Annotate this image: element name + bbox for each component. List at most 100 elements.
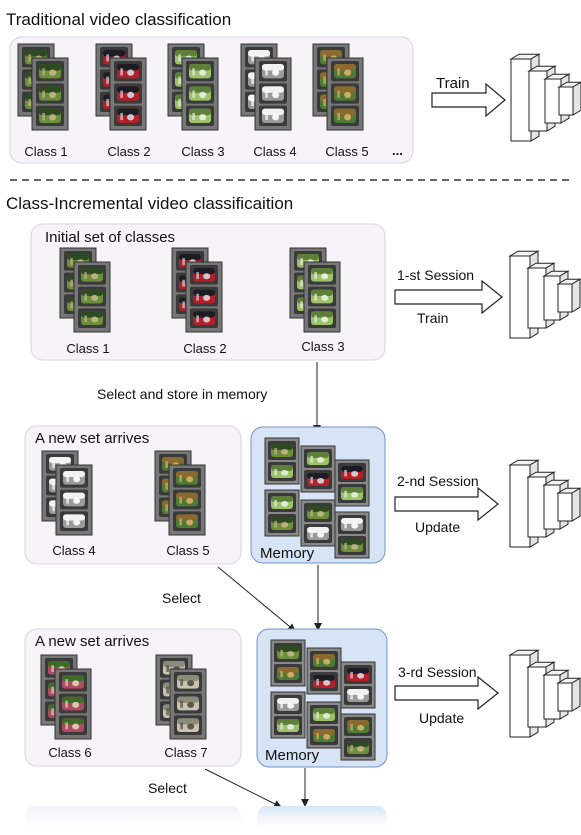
memory-frame-thumbnail	[310, 651, 338, 670]
memory-sample-card	[306, 701, 342, 749]
session1-class-stacks	[59, 247, 341, 333]
video-frame-thumbnail	[60, 489, 88, 510]
s2-memory-thumbnails	[264, 437, 370, 559]
video-frame-thumbnail	[308, 286, 336, 307]
trad-class-1-stack	[17, 43, 69, 131]
s3-network-model-icon	[508, 649, 581, 738]
s3-class-label-6: Class 6	[48, 745, 91, 760]
video-frame-thumbnail	[259, 61, 287, 82]
traditional-section-title: Traditional video classification	[6, 10, 231, 29]
video-frame-thumbnail	[78, 265, 106, 285]
memory-frame-thumbnail	[304, 470, 332, 489]
memory-frame-thumbnail	[268, 493, 296, 512]
video-frame-thumbnail	[78, 286, 106, 307]
video-clip-card-front	[31, 57, 69, 131]
memory-sample-card	[340, 713, 376, 761]
video-frame-thumbnail	[173, 489, 201, 510]
s1-train-label: Train	[417, 310, 448, 326]
network-layer-front	[527, 476, 547, 538]
memory-frame-thumbnail	[338, 536, 366, 555]
video-frame-thumbnail	[308, 265, 336, 285]
select-label-1: Select	[162, 590, 201, 606]
memory-sample-card	[300, 445, 336, 493]
memory-frame-thumbnail	[268, 514, 296, 533]
memory-sample-card	[264, 437, 300, 485]
memory-sample-card	[306, 647, 342, 695]
s2-class-label-4: Class 4	[52, 543, 95, 558]
memory-frame-thumbnail	[344, 665, 372, 684]
s2-update-label: Update	[415, 519, 460, 535]
video-frame-thumbnail	[259, 83, 287, 104]
video-frame-thumbnail	[174, 693, 202, 714]
memory-frame-thumbnail	[304, 503, 332, 522]
memory-frame-thumbnail	[344, 738, 372, 757]
trad-train-label: Train	[436, 75, 470, 92]
memory-frame-thumbnail	[338, 515, 366, 534]
memory-frame-thumbnail	[274, 716, 302, 735]
video-clip-card-front	[54, 668, 92, 740]
video-clip-card-front	[181, 57, 219, 131]
trad-class-2-stack	[95, 43, 147, 131]
video-frame-thumbnail	[173, 511, 201, 531]
trad-class-5-stack	[312, 43, 364, 131]
s3-memory-label: Memory	[265, 747, 320, 764]
network-layer-side	[571, 278, 581, 313]
video-frame-thumbnail	[259, 105, 287, 126]
memory-frame-thumbnail	[274, 695, 302, 714]
video-frame-thumbnail	[331, 105, 359, 126]
s1-class-1-stack	[59, 247, 111, 333]
memory-frame-thumbnail	[274, 643, 302, 662]
s1-network-model-icon	[508, 250, 581, 339]
s2-memory-label: Memory	[260, 545, 315, 562]
memory-sample-card	[334, 511, 370, 559]
video-frame-thumbnail	[114, 61, 142, 82]
select-label-2: Select	[148, 780, 187, 796]
s3-class-6-stack	[40, 654, 92, 740]
memory-sample-card	[264, 489, 300, 537]
video-frame-thumbnail	[36, 61, 64, 82]
s2-session-arrow	[394, 486, 499, 522]
video-frame-thumbnail	[60, 511, 88, 531]
network-layer-front	[557, 283, 573, 313]
s3-class-label-7: Class 7	[164, 745, 207, 760]
video-frame-thumbnail	[190, 265, 218, 285]
video-clip-card-front	[326, 57, 364, 131]
video-clip-card-front	[169, 668, 207, 740]
s1-class-label-1: Class 1	[66, 341, 109, 356]
trad-ellipsis: ...	[392, 143, 403, 158]
memory-frame-thumbnail	[274, 664, 302, 683]
s2-select-arrow	[217, 566, 296, 632]
network-layer-side	[571, 677, 581, 712]
video-clip-card-front	[254, 57, 292, 131]
s2-class-5-stack	[154, 450, 206, 536]
memory-sample-card	[270, 639, 306, 687]
video-frame-thumbnail	[190, 308, 218, 328]
video-frame-thumbnail	[78, 308, 106, 328]
trad-train-arrow	[431, 82, 506, 118]
video-frame-thumbnail	[174, 715, 202, 735]
trad-class-label-3: Class 3	[181, 144, 224, 159]
video-clip-card-front	[73, 261, 111, 333]
video-clip-card-front	[303, 261, 341, 333]
video-frame-thumbnail	[59, 672, 87, 692]
video-frame-thumbnail	[36, 105, 64, 126]
video-frame-thumbnail	[331, 83, 359, 104]
network-layer-front	[557, 492, 573, 522]
trad-class-label-5: Class 5	[325, 144, 368, 159]
memory-sample-card	[270, 691, 306, 739]
video-frame-thumbnail	[186, 83, 214, 104]
s2-class-label-5: Class 5	[166, 543, 209, 558]
s3-session-label: 3-rd Session	[398, 664, 477, 680]
trad-class-label-1: Class 1	[24, 144, 67, 159]
traditional-class-stacks	[17, 43, 364, 131]
s2-class-4-stack	[41, 450, 93, 536]
network-layer-front	[527, 666, 547, 728]
s2-network-model-icon	[508, 459, 581, 548]
s2-new-set-title: A new set arrives	[35, 430, 149, 447]
s3-memory-thumbnails	[270, 639, 376, 761]
s3-class-7-stack	[155, 654, 207, 740]
s3-select-arrow	[204, 768, 282, 808]
video-clip-card-front	[185, 261, 223, 333]
video-frame-thumbnail	[173, 468, 201, 488]
